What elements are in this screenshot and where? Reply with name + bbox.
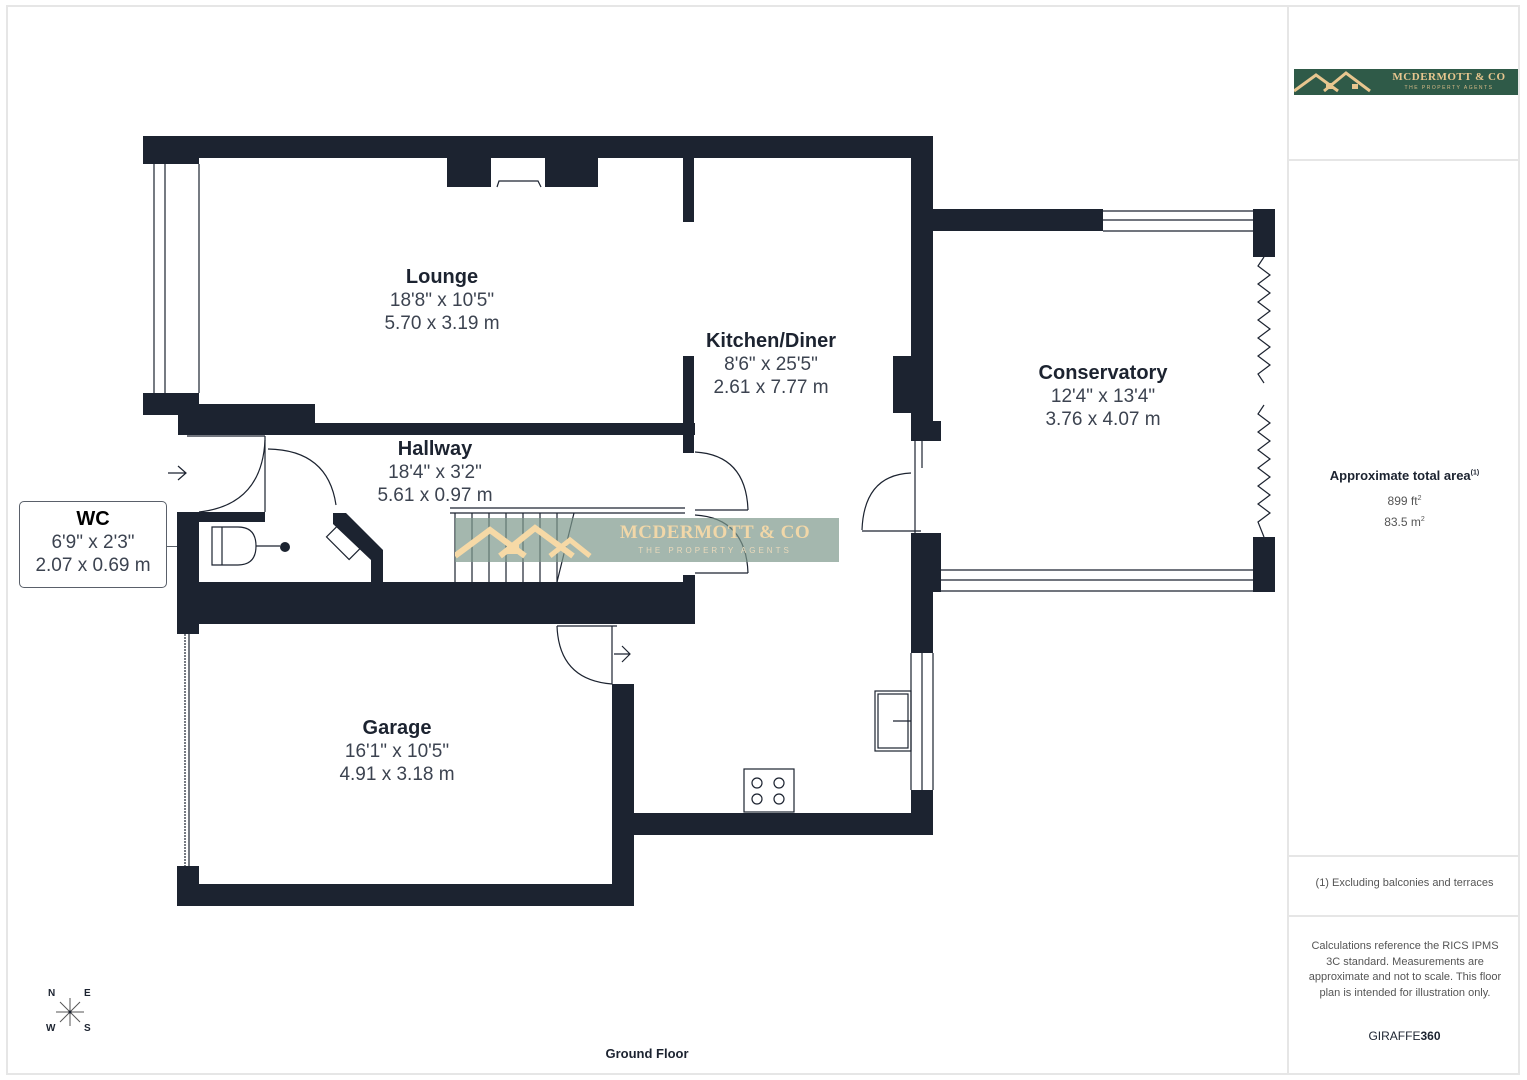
room-imperial: 18'8" x 10'5" (389, 290, 495, 311)
room-wc: WC 6'9" x 2'3" 2.07 x 0.69 m (19, 501, 167, 588)
compass-west: W (46, 1023, 56, 1034)
compass-south: S (84, 1023, 91, 1034)
walls (143, 136, 1275, 906)
area-section: Approximate total area(1) 899 ft2 83.5 m… (1289, 161, 1520, 857)
disclaimer-text: Calculations reference the RICS IPMS 3C … (1308, 940, 1502, 999)
compass-north: N (48, 988, 56, 999)
compass-east: E (84, 988, 91, 999)
footnote-text: (1) Excluding balconies and terraces (1315, 877, 1494, 889)
logo-section: MCDERMOTT & CO THE PROPERTY AGENTS (1289, 7, 1520, 161)
info-sidebar: MCDERMOTT & CO THE PROPERTY AGENTS Appro… (1287, 7, 1520, 1073)
agent-watermark: MCDERMOTT & CO THE PROPERTY AGENTS (455, 518, 839, 562)
room-name: WC (76, 508, 110, 530)
agent-logo: MCDERMOTT & CO THE PROPERTY AGENTS (1294, 69, 1518, 95)
room-imperial: 8'6" x 25'5" (724, 354, 818, 375)
area-metric: 83.5 m2 (1289, 515, 1520, 529)
floor-plan: MCDERMOTT & CO THE PROPERTY AGENTS Loung… (8, 7, 1286, 1073)
house-roof-icon (1294, 71, 1371, 93)
brand-suffix: 360 (1420, 1029, 1441, 1043)
room-name: Hallway (397, 438, 473, 460)
room-garage: Garage 16'1" x 10'5" 4.91 x 3.18 m (339, 716, 454, 786)
room-metric: 3.76 x 4.07 m (1045, 409, 1161, 430)
area-title: Approximate total area(1) (1289, 468, 1520, 483)
room-metric: 5.61 x 0.97 m (377, 485, 493, 506)
brand-prefix: GIRAFFE (1368, 1029, 1421, 1043)
footnote-marker: (1) (1470, 469, 1480, 477)
area-imperial-value: 899 ft (1387, 494, 1418, 508)
room-imperial: 6'9" x 2'3" (51, 532, 135, 553)
area-title-text: Approximate total area (1329, 468, 1471, 483)
fixtures (153, 164, 1271, 866)
logo-title: MCDERMOTT & CO (1392, 71, 1506, 83)
page-frame (6, 5, 1520, 1075)
logo-subtitle: THE PROPERTY AGENTS (1404, 85, 1494, 91)
watermark-title: MCDERMOTT & CO (619, 522, 811, 543)
room-name: Garage (362, 717, 432, 739)
room-name: Conservatory (1038, 362, 1168, 384)
giraffe360-brand: GIRAFFE360 (1289, 1029, 1520, 1043)
footnote-section: (1) Excluding balconies and terraces (1289, 857, 1520, 917)
room-metric: 5.70 x 3.19 m (384, 313, 500, 334)
compass-rose-icon (56, 998, 84, 1026)
house-roof-icon (455, 524, 592, 559)
floor-label: Ground Floor (605, 1046, 689, 1061)
room-imperial: 12'4" x 13'4" (1050, 386, 1156, 407)
room-name: Lounge (405, 266, 479, 288)
room-hallway: Hallway 18'4" x 3'2" 5.61 x 0.97 m (377, 437, 492, 507)
wc-flush-icon (280, 542, 290, 552)
area-metric-sup: 2 (1420, 516, 1425, 523)
room-lounge: Lounge 18'8" x 10'5" 5.70 x 3.19 m (384, 265, 499, 335)
area-imperial-sup: 2 (1417, 495, 1422, 502)
room-metric: 2.07 x 0.69 m (35, 555, 151, 576)
room-imperial: 18'4" x 3'2" (388, 462, 482, 483)
room-imperial: 16'1" x 10'5" (344, 741, 450, 762)
wc-leader-line (167, 546, 177, 547)
area-metric-value: 83.5 m (1384, 515, 1421, 529)
watermark-subtitle: THE PROPERTY AGENTS (638, 546, 792, 555)
disclaimer-section: Calculations reference the RICS IPMS 3C … (1289, 917, 1520, 1073)
room-kitchen-diner: Kitchen/Diner 8'6" x 25'5" 2.61 x 7.77 m (706, 329, 836, 399)
room-conservatory: Conservatory 12'4" x 13'4" 3.76 x 4.07 m (1039, 361, 1168, 431)
floor-plan-drawing (143, 136, 1275, 906)
room-metric: 2.61 x 7.77 m (713, 377, 829, 398)
room-name: Kitchen/Diner (705, 330, 837, 352)
area-imperial: 899 ft2 (1289, 494, 1520, 508)
room-metric: 4.91 x 3.18 m (339, 764, 455, 785)
compass: N E W S (44, 986, 96, 1038)
